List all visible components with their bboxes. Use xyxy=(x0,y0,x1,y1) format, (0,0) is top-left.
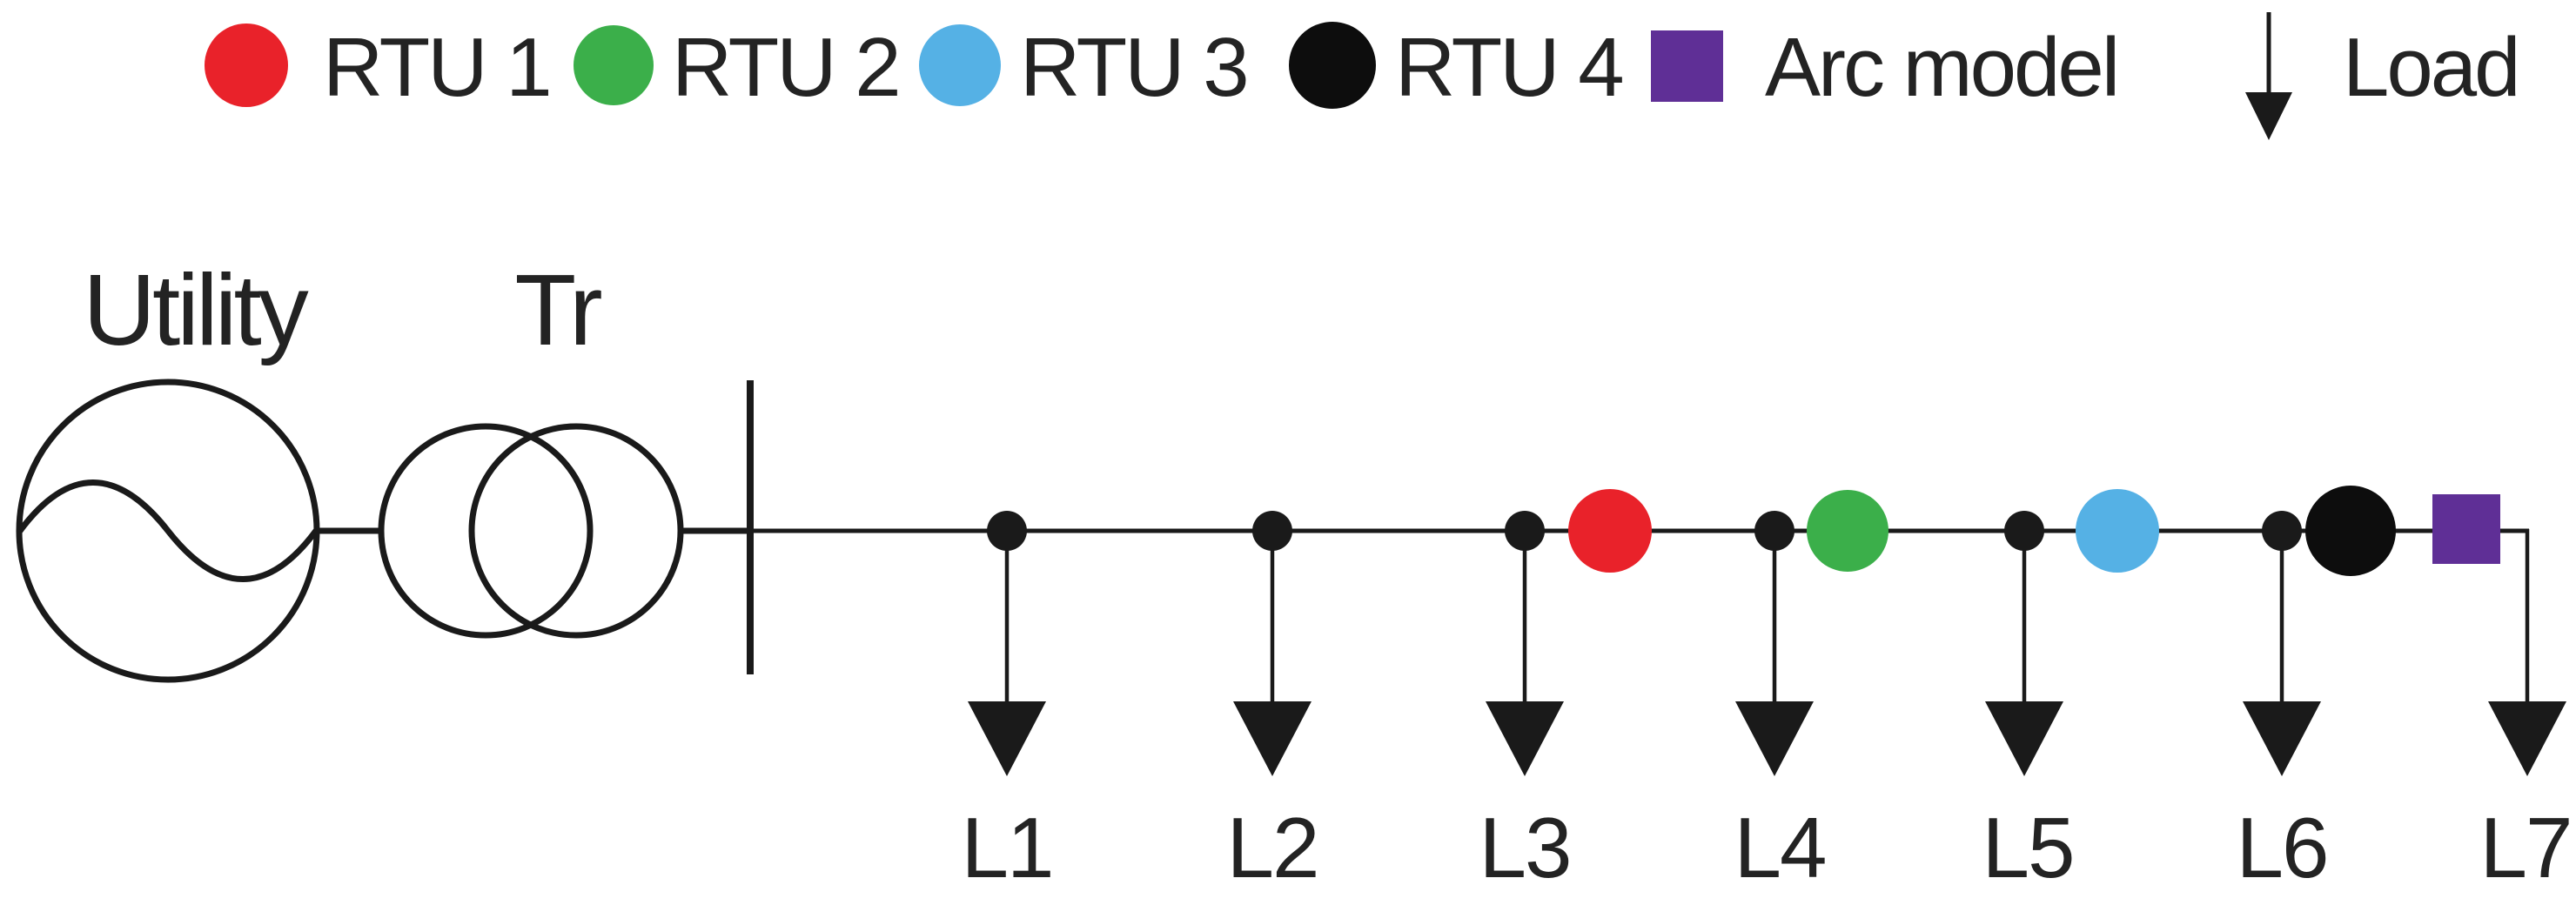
legend-label-rtu1: RTU 1 xyxy=(323,21,550,114)
load-arrowhead-icon xyxy=(2488,701,2566,776)
rtu1-marker xyxy=(1568,489,1652,573)
rtu2-legend-circle-icon xyxy=(574,25,654,105)
transformer-secondary-circle xyxy=(468,423,684,639)
legend: RTU 1 RTU 2 RTU 3 RTU 4 Arc model Load xyxy=(205,12,2521,140)
load-arrowhead-icon xyxy=(2243,701,2321,776)
load-taps xyxy=(968,529,2566,776)
arc-model-legend-square-icon xyxy=(1651,30,1723,102)
tap-nodes xyxy=(987,511,2302,551)
load-arrowhead-icon xyxy=(1735,701,1814,776)
transformer-icon xyxy=(378,423,684,639)
arc-model-marker xyxy=(2432,494,2500,564)
load-tap-l5 xyxy=(1985,531,2063,776)
tap-node-dot xyxy=(2004,511,2044,551)
legend-item-rtu4: RTU 4 xyxy=(1289,21,1625,114)
tap-node-dot xyxy=(2262,511,2302,551)
legend-label-rtu2: RTU 2 xyxy=(672,21,899,114)
load-label-l7: L7 xyxy=(2479,800,2571,895)
tap-node-dot xyxy=(987,511,1027,551)
utility-source-icon xyxy=(16,379,320,683)
tap-node-dot xyxy=(1754,511,1794,551)
rtu2-marker xyxy=(1807,490,1888,572)
load-arrow-icon xyxy=(2245,12,2292,140)
legend-label-rtu4: RTU 4 xyxy=(1395,21,1622,114)
load-label-l3: L3 xyxy=(1479,800,1570,895)
legend-item-load: Load xyxy=(2245,12,2521,140)
load-label-l2: L2 xyxy=(1226,800,1318,895)
legend-item-rtu1: RTU 1 xyxy=(205,21,553,114)
load-arrowhead-icon xyxy=(968,701,1046,776)
load-tap-l6 xyxy=(2243,531,2321,776)
rtu3-legend-circle-icon xyxy=(919,24,1001,106)
legend-label-load: Load xyxy=(2343,21,2519,114)
rtu1-legend-circle-icon xyxy=(205,23,288,107)
legend-item-rtu2: RTU 2 xyxy=(574,21,902,114)
rtu4-legend-circle-icon xyxy=(1289,22,1376,109)
tap-node-dot xyxy=(1252,511,1292,551)
load-label-l6: L6 xyxy=(2236,800,2327,895)
legend-item-rtu3: RTU 3 xyxy=(919,21,1250,114)
tap-node-dot xyxy=(1505,511,1545,551)
legend-item-arc-model: Arc model xyxy=(1651,21,2120,114)
utility-label: Utility xyxy=(83,253,309,366)
legend-label-arc-model: Arc model xyxy=(1765,21,2117,114)
feeder-markers xyxy=(1568,486,2500,576)
transformer-label: Tr xyxy=(514,253,601,366)
legend-label-rtu3: RTU 3 xyxy=(1020,21,1247,114)
transformer-primary-circle xyxy=(378,423,594,639)
load-tap-l3 xyxy=(1486,531,1564,776)
load-tap-l2 xyxy=(1233,531,1311,776)
sine-wave-icon xyxy=(17,479,319,582)
load-tap-l1 xyxy=(968,531,1046,776)
load-arrowhead-icon xyxy=(1486,701,1564,776)
load-arrowhead-icon xyxy=(1985,701,2063,776)
load-arrowhead-icon xyxy=(1233,701,1311,776)
load-label-l1: L1 xyxy=(961,800,1052,895)
rtu4-marker xyxy=(2305,486,2396,576)
load-label-l4: L4 xyxy=(1734,800,1825,895)
load-labels: L1 L2 L3 L4 L5 L6 L7 xyxy=(961,800,2573,895)
load-tap-l7 xyxy=(2488,529,2566,776)
rtu3-marker xyxy=(2076,489,2159,573)
load-label-l5: L5 xyxy=(1982,800,2073,895)
load-tap-l4 xyxy=(1735,531,1814,776)
